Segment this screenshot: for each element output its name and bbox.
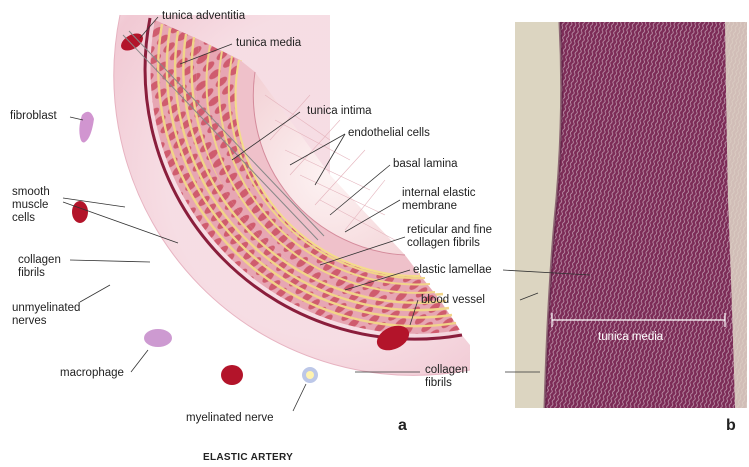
fibroblast-shape [79,112,94,143]
panel-label-a: a [398,417,407,435]
label-fibroblast: fibroblast [10,110,57,123]
label-endothelial-cells: endothelial cells [348,127,430,140]
label-internal-elastic-membrane: internal elastic membrane [402,187,482,213]
label-unmyelinated-nerves: unmyelinated nerves [12,302,94,328]
label-tunica-media-micro: tunica media [598,331,663,344]
figure-title: ELASTIC ARTERY [203,452,293,463]
label-elastic-lamellae: elastic lamellae [413,264,492,277]
label-collagen-fibrils-right: collagen fibrils [425,364,485,390]
label-macrophage: macrophage [60,367,124,380]
panel-label-b: b [726,417,736,435]
label-tunica-media: tunica media [236,37,301,50]
label-blood-vessel: blood vessel [421,294,485,307]
micrograph [503,22,747,408]
label-tunica-adventitia: tunica adventitia [162,10,245,23]
macrophage-shape [144,329,172,347]
label-tunica-intima: tunica intima [307,105,372,118]
label-basal-lamina: basal lamina [393,158,458,171]
label-collagen-fibrils-left: collagen fibrils [18,254,73,280]
label-smooth-muscle-cells: smooth muscle cells [12,186,67,225]
label-reticular-fibrils: reticular and fine collagen fibrils [407,224,517,250]
label-myelinated-nerve: myelinated nerve [186,412,274,425]
